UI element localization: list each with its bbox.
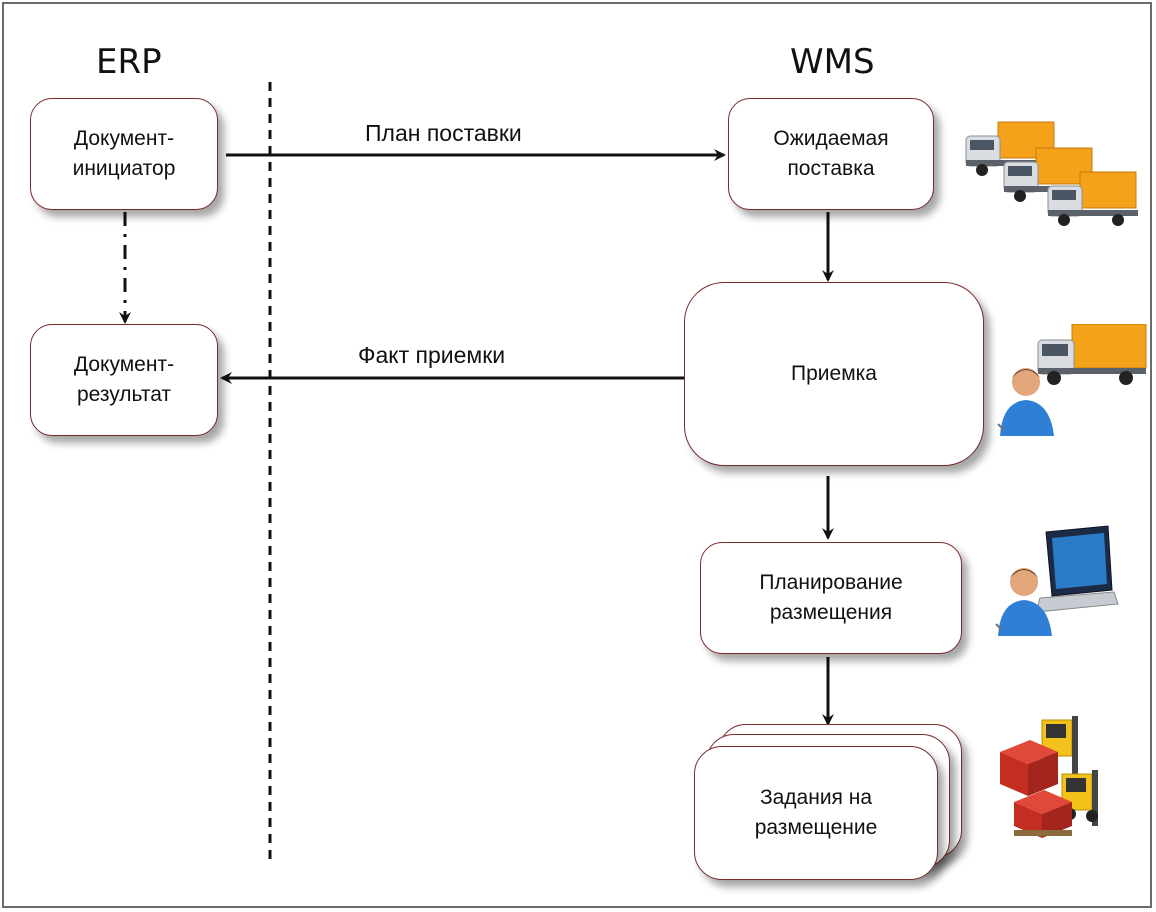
- placement-planning-label: Планирование размещения: [759, 571, 903, 624]
- placement-tasks-label: Задания на размещение: [754, 786, 878, 839]
- wms-column-title: WMS: [790, 42, 875, 82]
- receiving-label: Приемка: [791, 362, 877, 385]
- truck-worker-icon: [997, 324, 1147, 436]
- plan-arrow-label: План поставки: [365, 120, 522, 146]
- worker-laptop-icon: [995, 525, 1119, 636]
- erp-column-title: ERP: [96, 42, 162, 82]
- truck-icon: [1047, 171, 1138, 226]
- trucks-icon: [965, 121, 1138, 226]
- person-icon: [997, 368, 1054, 436]
- boxes-icon: [1000, 740, 1058, 796]
- boxes-icon: [1014, 790, 1072, 838]
- truck-icon: [1037, 324, 1147, 385]
- placement-planning-box: Планирование размещения: [700, 542, 962, 654]
- receiving-box: Приемка: [684, 282, 984, 466]
- forklift-boxes-icon: [1000, 716, 1098, 838]
- forklift-icon: [1061, 770, 1098, 826]
- result-document-label: Документ- результат: [73, 353, 175, 406]
- person-icon: [995, 568, 1052, 636]
- fact-arrow-label: Факт приемки: [358, 342, 506, 368]
- result-document-box: Документ- результат: [30, 324, 218, 436]
- initiator-document-box: Документ- инициатор: [30, 98, 218, 210]
- expected-delivery-label: Ожидаемая поставка: [773, 127, 889, 180]
- initiator-document-label: Документ- инициатор: [72, 127, 176, 180]
- placement-tasks-box: Задания на размещение: [694, 746, 938, 880]
- laptop-icon: [1035, 525, 1119, 613]
- expected-delivery-box: Ожидаемая поставка: [728, 98, 934, 210]
